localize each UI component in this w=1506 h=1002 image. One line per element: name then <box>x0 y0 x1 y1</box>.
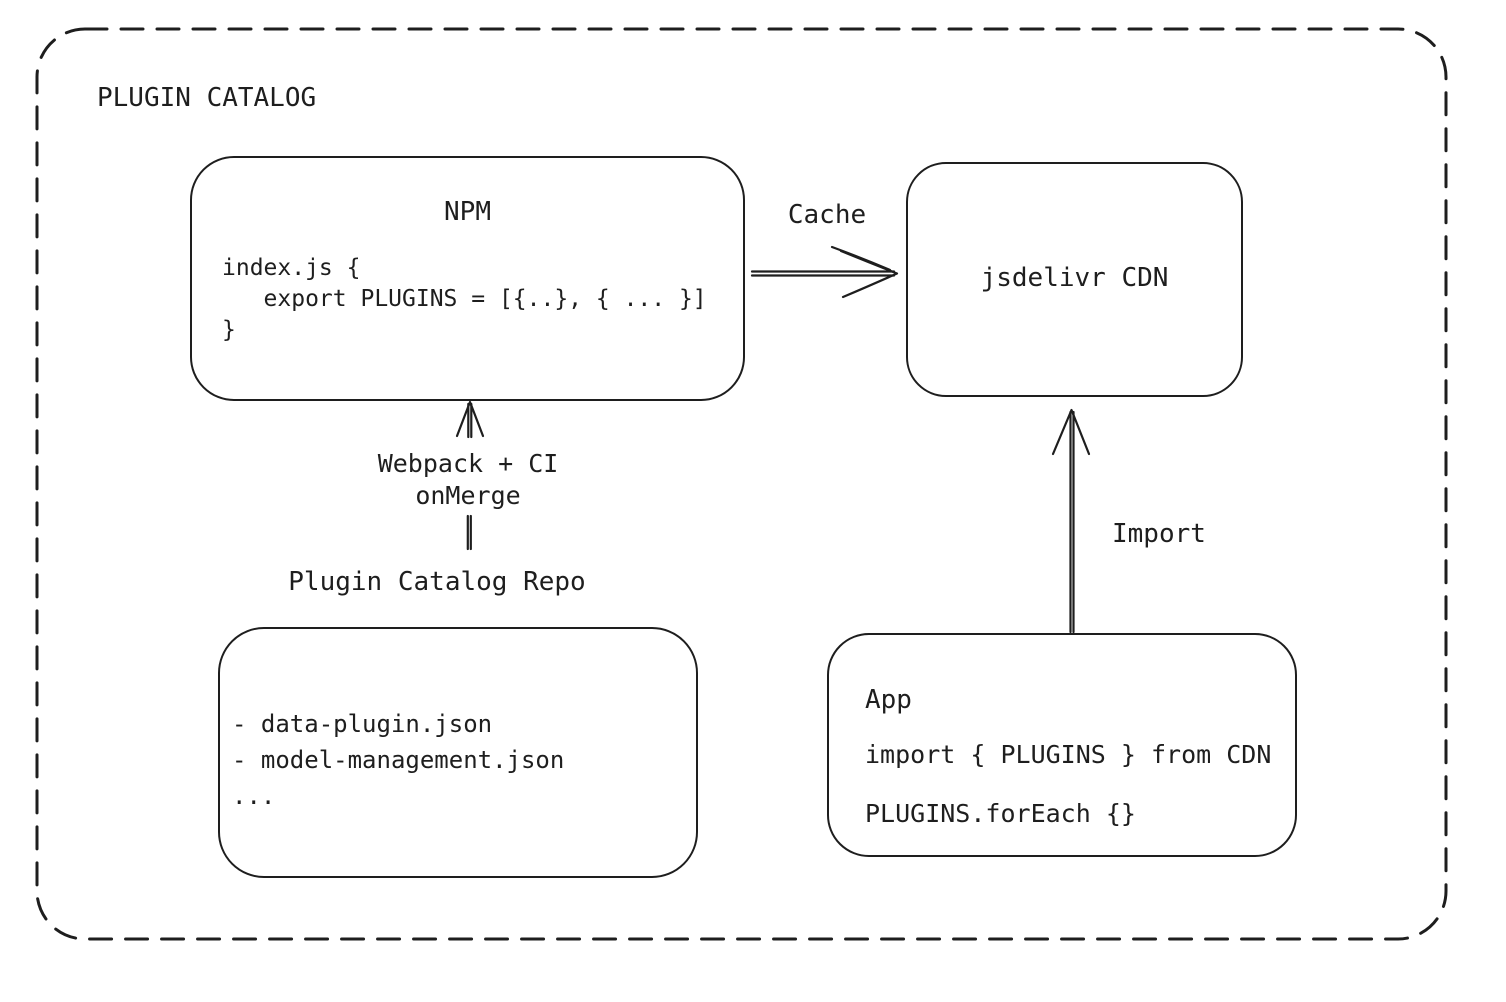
catalog-frame-border <box>35 27 1448 941</box>
build-arrow <box>455 400 485 551</box>
npm-node <box>190 156 745 401</box>
repo-node <box>218 627 698 878</box>
npm-code-line: export PLUGINS = [{..}, { ... }] <box>222 286 707 312</box>
build-edge-label-line1: Webpack + CI <box>377 449 559 478</box>
npm-code-block: index.js { export PLUGINS = [{..}, { ...… <box>222 253 707 346</box>
build-edge-label-line2: onMerge <box>415 481 521 510</box>
repo-file-item: - data-plugin.json <box>232 710 493 738</box>
cdn-node <box>906 162 1243 397</box>
cache-arrow <box>750 245 899 299</box>
diagram-title: PLUGIN CATALOG <box>97 83 317 113</box>
npm-code-line: } <box>222 317 236 343</box>
npm-node-title: NPM <box>444 197 491 227</box>
app-node-title: App <box>865 685 912 715</box>
repo-node-title: Plugin Catalog Repo <box>288 567 586 597</box>
import-edge-label: Import <box>1112 519 1206 549</box>
cache-edge-label: Cache <box>787 200 867 230</box>
repo-file-item: - model-management.json <box>232 746 565 774</box>
repo-file-item: ... <box>232 782 276 810</box>
repo-file-list: - data-plugin.json - model-management.js… <box>232 706 564 814</box>
app-code-line: import { PLUGINS } from CDN <box>865 740 1272 769</box>
import-arrow <box>1051 408 1091 634</box>
app-node <box>827 633 1297 857</box>
npm-code-line: index.js { <box>222 255 361 281</box>
app-code-line: PLUGINS.forEach {} <box>865 799 1136 828</box>
cdn-node-title: jsdelivr CDN <box>980 263 1169 293</box>
